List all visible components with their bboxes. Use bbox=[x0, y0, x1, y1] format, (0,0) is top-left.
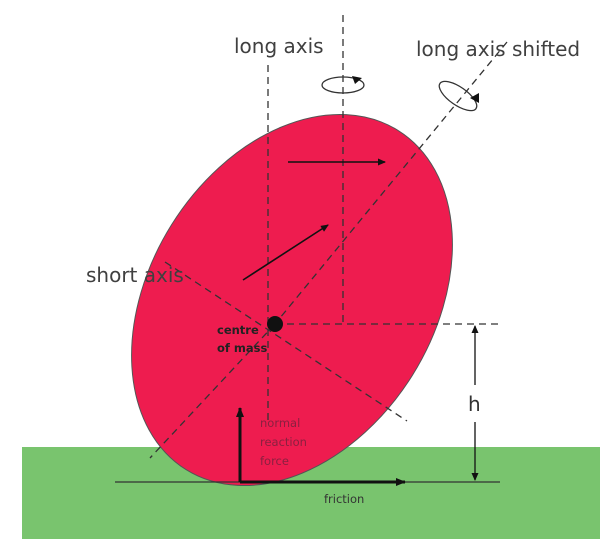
rotation-icon-shifted-axis bbox=[438, 80, 478, 112]
label-long-axis: long axis bbox=[234, 34, 324, 58]
label-friction: friction bbox=[324, 492, 364, 506]
label-centre-of-mass-2: of mass bbox=[217, 341, 267, 355]
label-normal-force-1: normal bbox=[260, 416, 300, 430]
label-normal-force-3: force bbox=[260, 454, 289, 468]
label-normal-force-2: reaction bbox=[260, 435, 307, 449]
short-axis-line bbox=[164, 261, 408, 422]
label-short-axis: short axis bbox=[86, 263, 184, 287]
long-axis-lower-line bbox=[149, 323, 276, 459]
velocity-arrow-diagonal bbox=[242, 224, 329, 281]
centre-of-mass-dot bbox=[267, 316, 283, 332]
egg-body bbox=[131, 113, 453, 487]
label-height: h bbox=[468, 392, 481, 416]
long-axis-shifted-line bbox=[274, 41, 508, 325]
label-centre-of-mass-1: centre bbox=[217, 323, 259, 337]
rotation-icon-long-axis bbox=[321, 76, 365, 94]
label-long-axis-shifted: long axis shifted bbox=[416, 37, 580, 61]
